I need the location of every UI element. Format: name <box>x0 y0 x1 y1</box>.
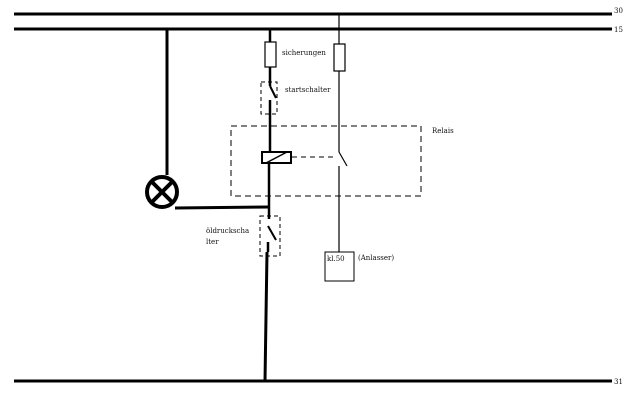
rail-31-label: 31 <box>614 378 623 386</box>
start-switch-contact-icon <box>269 85 277 99</box>
oil-switch-label-line2: lter <box>206 238 219 246</box>
rail-30-label: 30 <box>614 7 623 15</box>
starter-terminal-box <box>324 251 355 282</box>
start-switch-label: startschalter <box>285 86 331 94</box>
oil-switch-contact-icon <box>267 225 277 241</box>
oil-switch-label-line1: öldruckscha <box>206 227 249 235</box>
relay-contact-icon <box>338 151 348 167</box>
main-wire-to-ground <box>263 251 269 382</box>
lamp-cross-b <box>150 180 174 204</box>
fuse-left-icon <box>264 41 277 68</box>
starter-label: (Anlasser) <box>358 254 394 262</box>
starter-terminal-label: kl.50 <box>327 255 345 263</box>
oil-switch-box <box>259 215 281 257</box>
relay-box <box>230 125 422 197</box>
rail-15-label: 15 <box>614 26 623 34</box>
relay-label: Relais <box>432 127 454 135</box>
relay-coil-slash <box>265 151 288 164</box>
lamp-wire-horizontal <box>174 205 271 210</box>
fuse-label: sicherungen <box>282 49 326 57</box>
fuse-right-icon <box>333 43 346 72</box>
